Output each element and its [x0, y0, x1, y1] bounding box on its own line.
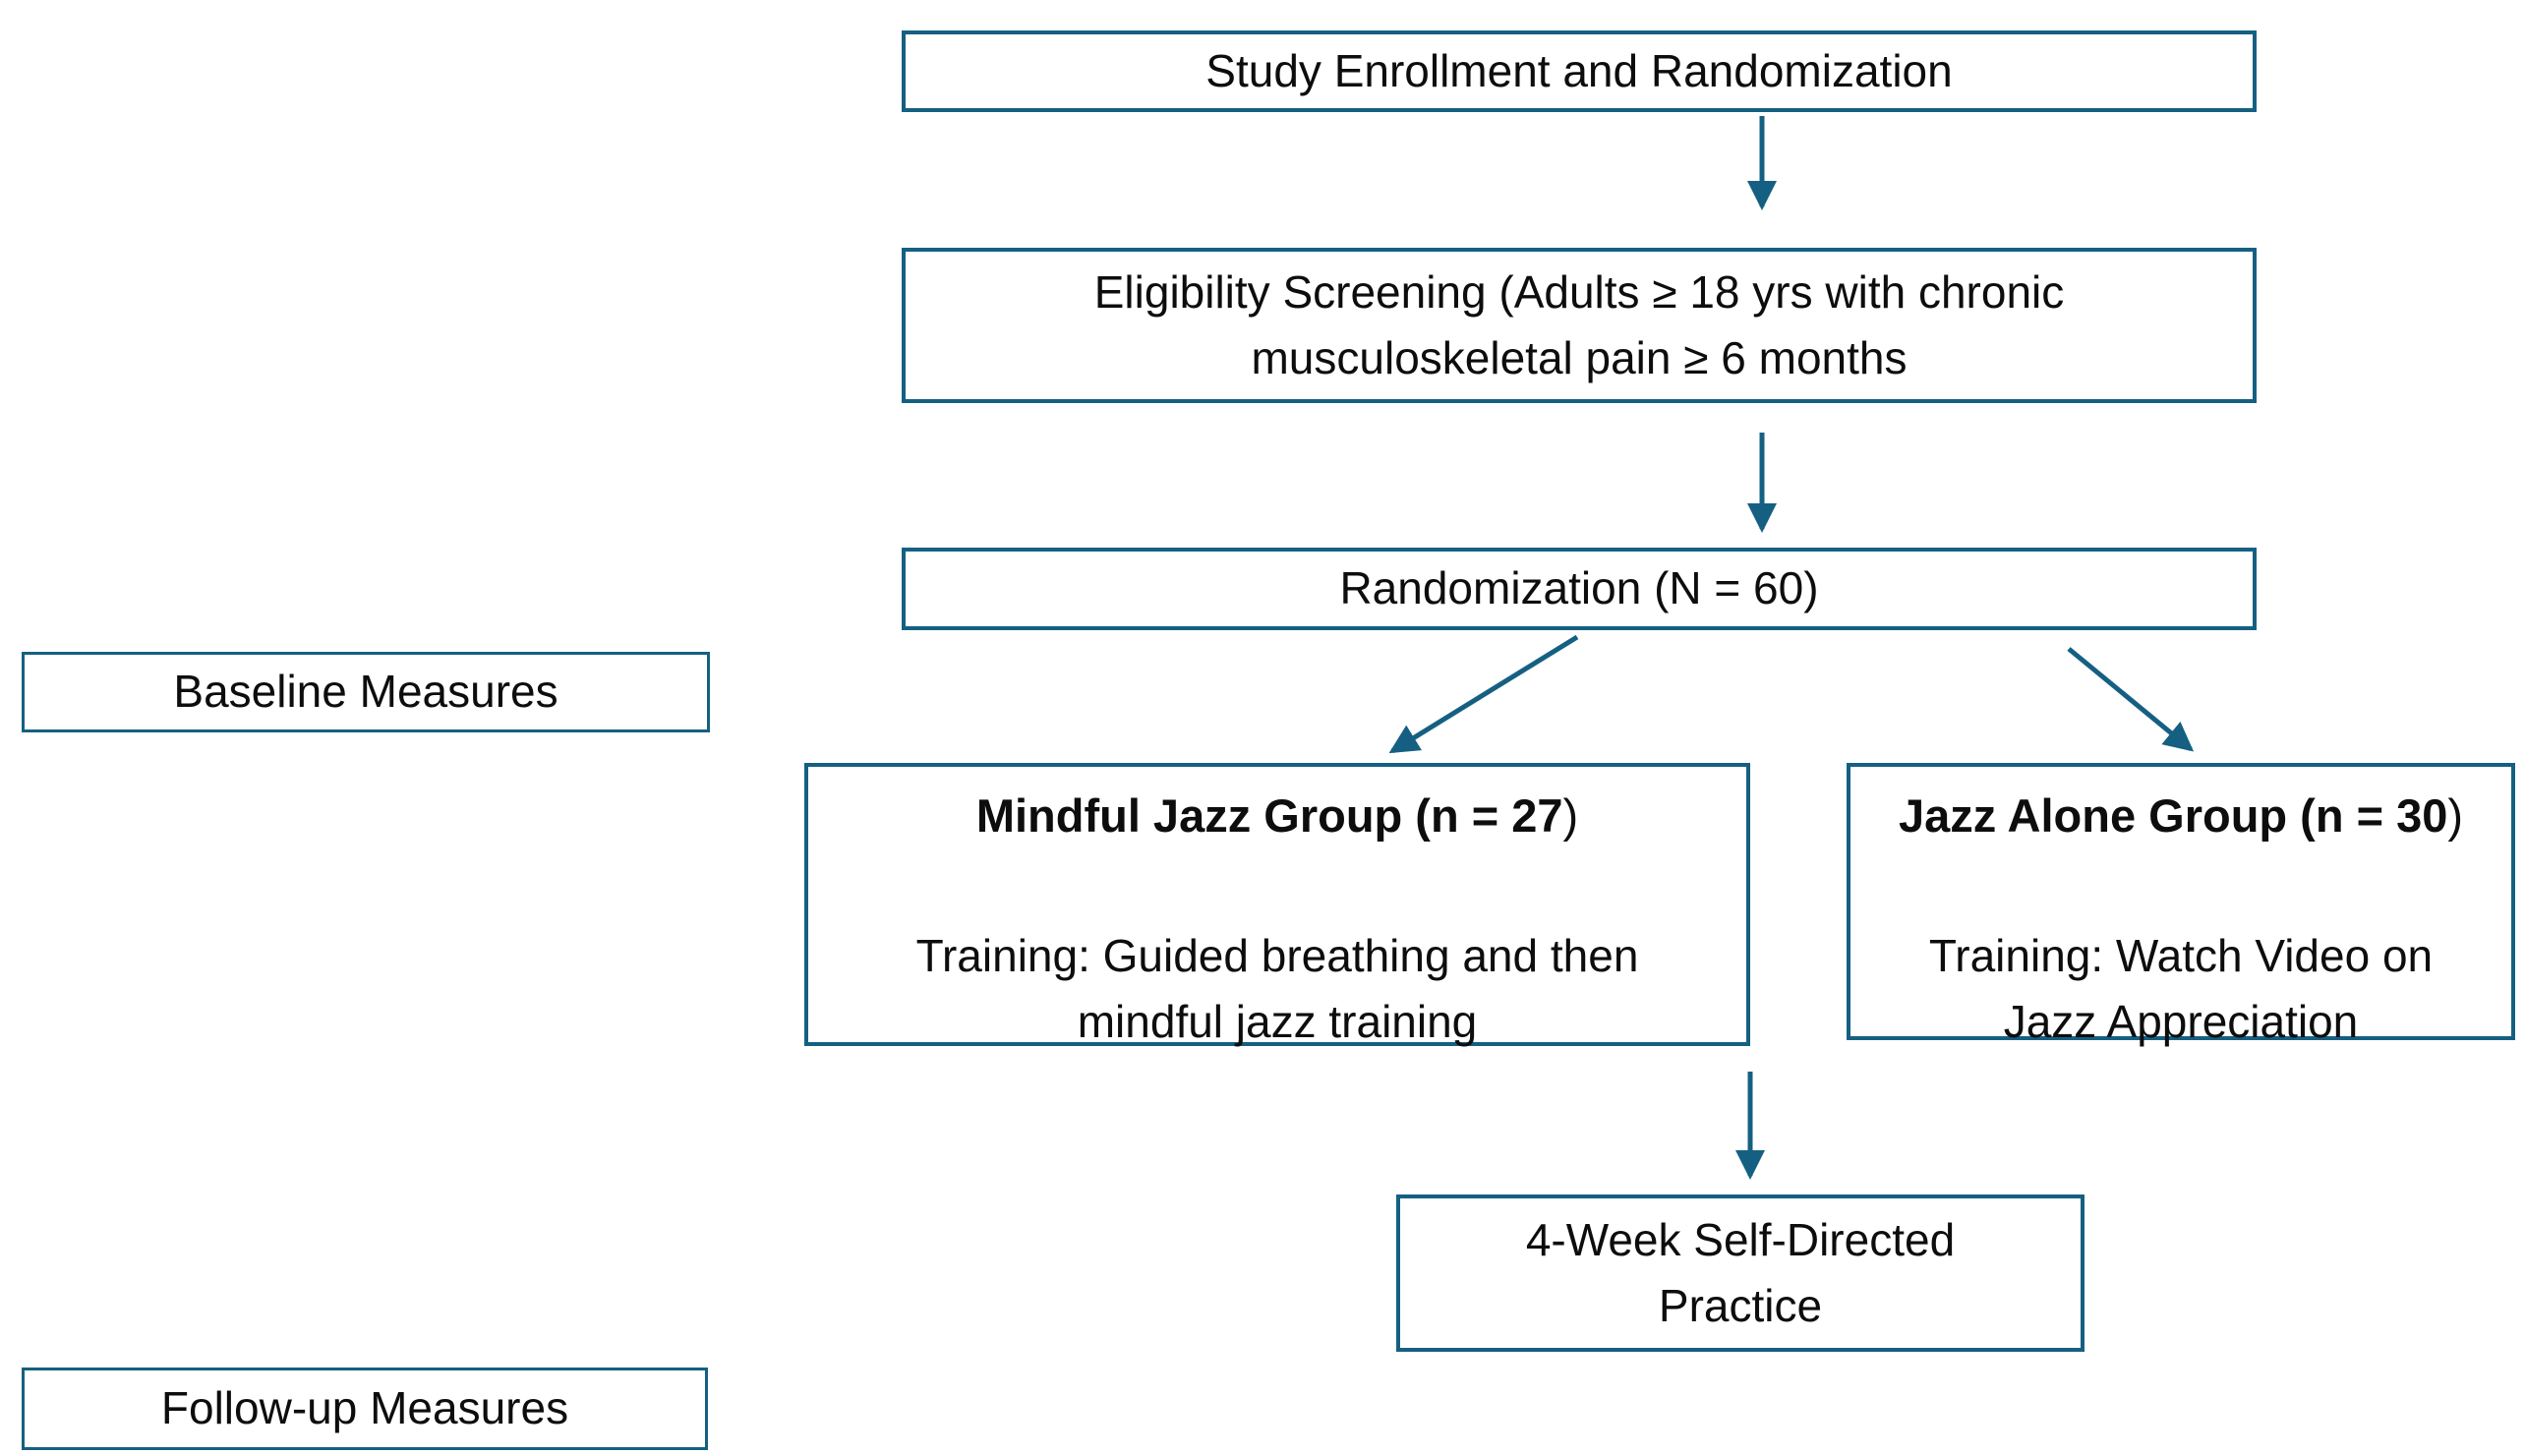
enrollment-label: Study Enrollment and Randomization [1205, 44, 1953, 96]
jazz-alone-group-box: Jazz Alone Group (n = 30) Training: Watc… [1847, 763, 2515, 1047]
arrow-randomization-to-mindful-group [1388, 634, 1579, 754]
mindful-jazz-group-box: Mindful Jazz Group (n = 27) Training: Gu… [804, 763, 1750, 1047]
jazz-alone-group-title-bold: Jazz Alone Group (n = 30 [1898, 789, 2448, 842]
enrollment-box: Study Enrollment and Randomization [902, 30, 2257, 112]
followup-measures-label: Follow-up Measures [160, 1382, 569, 1434]
arrow-randomization-to-jazz-group [2067, 647, 2195, 752]
mindful-jazz-group-title-tail: ) [1562, 789, 1579, 842]
baseline-measures-label: Baseline Measures [173, 666, 558, 718]
baseline-measures-box: Baseline Measures [22, 652, 710, 732]
randomization-box: Randomization (N = 60) [902, 548, 2257, 630]
eligibility-label: Eligibility Screening (Adults ≥ 18 yrs w… [1093, 265, 2065, 383]
mindful-jazz-group-title-bold: Mindful Jazz Group (n = 27 [975, 789, 1563, 842]
practice-box: 4-Week Self-Directed Practice [1396, 1194, 2085, 1352]
mindful-jazz-group-body: Training: Guided breathing and then mind… [915, 929, 1639, 1047]
jazz-alone-group-title: Jazz Alone Group (n = 30) [1899, 783, 2463, 850]
followup-measures-box: Follow-up Measures [22, 1368, 708, 1450]
mindful-jazz-group-title: Mindful Jazz Group (n = 27) [976, 783, 1578, 850]
jazz-alone-group-body: Training: Watch Video on Jazz Appreciati… [1928, 929, 2434, 1047]
randomization-label: Randomization (N = 60) [1339, 562, 1819, 614]
eligibility-box: Eligibility Screening (Adults ≥ 18 yrs w… [902, 248, 2257, 403]
practice-label: 4-Week Self-Directed Practice [1525, 1213, 1956, 1331]
jazz-alone-group-title-tail: ) [2447, 789, 2464, 842]
